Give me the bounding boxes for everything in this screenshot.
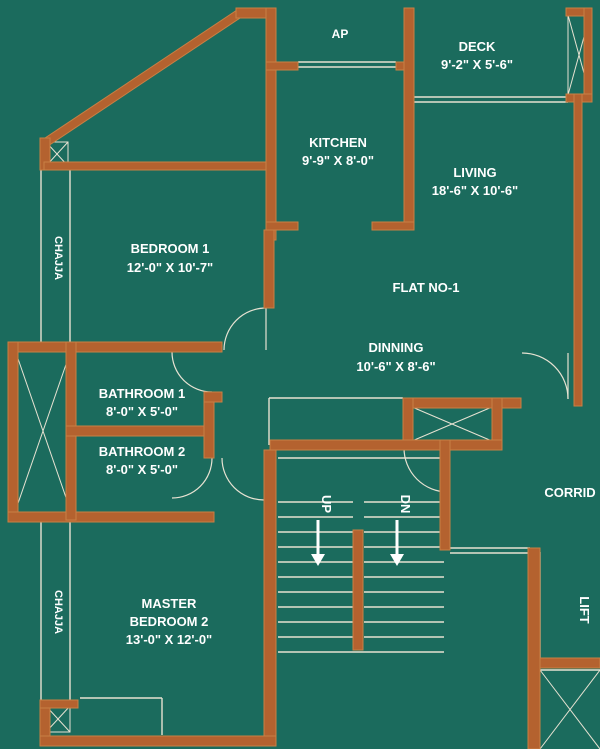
chajja-top-label: CHAJJA <box>52 236 64 280</box>
deck-size: 9'-2" X 5'-6" <box>441 57 513 72</box>
door-swings <box>171 307 569 501</box>
bedroom1-size: 12'-0" X 10'-7" <box>127 260 213 275</box>
deck-label: DECK <box>459 39 496 54</box>
master-label-line1: MASTER <box>142 596 198 611</box>
master-label-line2: BEDROOM 2 <box>130 614 209 629</box>
corridor-label: CORRID <box>544 485 595 500</box>
bathroom1-label: BATHROOM 1 <box>99 386 185 401</box>
walls <box>7 7 600 749</box>
dinning-size: 10'-6" X 8'-6" <box>356 359 435 374</box>
bedroom1-label: BEDROOM 1 <box>131 241 210 256</box>
stair-treads <box>278 457 444 653</box>
master-size: 13'-0" X 12'-0" <box>126 632 212 647</box>
bathroom2-label: BATHROOM 2 <box>99 444 185 459</box>
stair-arrows <box>311 520 404 566</box>
room-labels: AP DECK 9'-2" X 5'-6" KITCHEN 9'-9" X 8'… <box>52 27 596 647</box>
kitchen-label: KITCHEN <box>309 135 367 150</box>
shaft-hatches <box>14 14 600 749</box>
lift-label: LIFT <box>577 596 592 623</box>
chajja-bottom-label: CHAJJA <box>52 590 64 634</box>
stair-up-label: UP <box>319 495 334 513</box>
living-label: LIVING <box>453 165 496 180</box>
flat-title: FLAT NO-1 <box>393 280 460 295</box>
ap-label: AP <box>332 27 349 41</box>
dinning-label: DINNING <box>369 340 424 355</box>
bathroom1-size: 8'-0" X 5'-0" <box>106 404 178 419</box>
stair-dn-label: DN <box>398 495 413 514</box>
bathroom2-size: 8'-0" X 5'-0" <box>106 462 178 477</box>
living-size: 18'-6" X 10'-6" <box>432 183 518 198</box>
kitchen-size: 9'-9" X 8'-0" <box>302 153 374 168</box>
